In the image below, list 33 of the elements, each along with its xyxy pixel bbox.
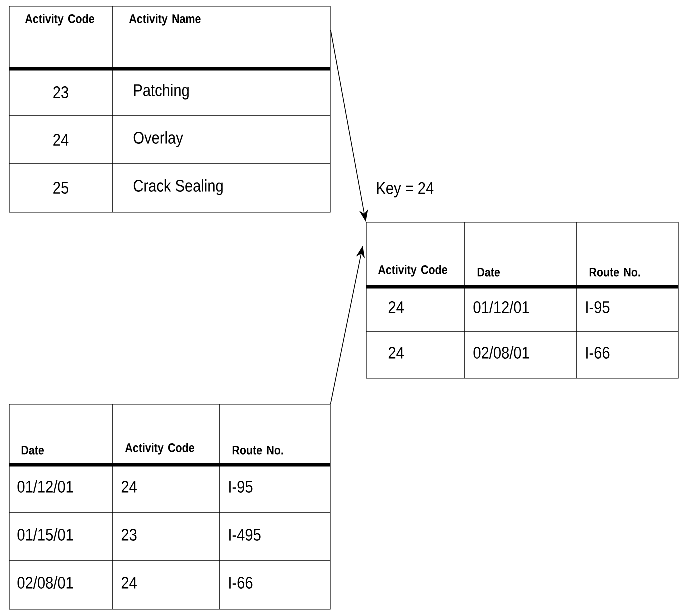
column-header: Date bbox=[478, 268, 500, 277]
table-cell: Overlay bbox=[134, 132, 184, 148]
table-cell: I-66 bbox=[586, 346, 610, 359]
table-cell: Patching bbox=[134, 84, 189, 100]
table-cell: I-495 bbox=[230, 528, 261, 541]
table bbox=[8, 404, 331, 610]
column-header: Activity Code bbox=[378, 265, 448, 277]
table-cell: 02/08/01 bbox=[474, 346, 530, 359]
column-header: Activity Code bbox=[125, 443, 194, 455]
table bbox=[366, 222, 679, 379]
column-header: Activity Name bbox=[129, 14, 201, 26]
key-label: Key = 24 bbox=[377, 182, 434, 198]
table-cell: 24 bbox=[388, 346, 404, 359]
table bbox=[8, 6, 331, 213]
table-cell: 25 bbox=[54, 182, 68, 194]
table-cell: 23 bbox=[122, 528, 137, 541]
table-cell: 02/08/01 bbox=[18, 576, 74, 589]
column-header: Route No. bbox=[232, 446, 284, 455]
table-cell: I-95 bbox=[586, 301, 610, 314]
table-cell: Crack Sealing bbox=[134, 180, 223, 196]
table-cell: 24 bbox=[122, 480, 137, 493]
table-cell: 01/15/01 bbox=[18, 528, 74, 541]
table-cell: 01/12/01 bbox=[18, 480, 74, 493]
table-cell: 23 bbox=[54, 86, 68, 98]
column-header: Activity Code bbox=[25, 14, 94, 26]
column-header: Date bbox=[22, 446, 44, 455]
table-cell: I-95 bbox=[230, 480, 253, 493]
column-header: Route No. bbox=[590, 268, 640, 277]
table-cell: 24 bbox=[54, 134, 69, 146]
table-cell: 01/12/01 bbox=[474, 301, 530, 314]
table-cell: 24 bbox=[388, 301, 404, 314]
table-cell: 24 bbox=[122, 576, 137, 589]
table-cell: I-66 bbox=[230, 576, 253, 589]
